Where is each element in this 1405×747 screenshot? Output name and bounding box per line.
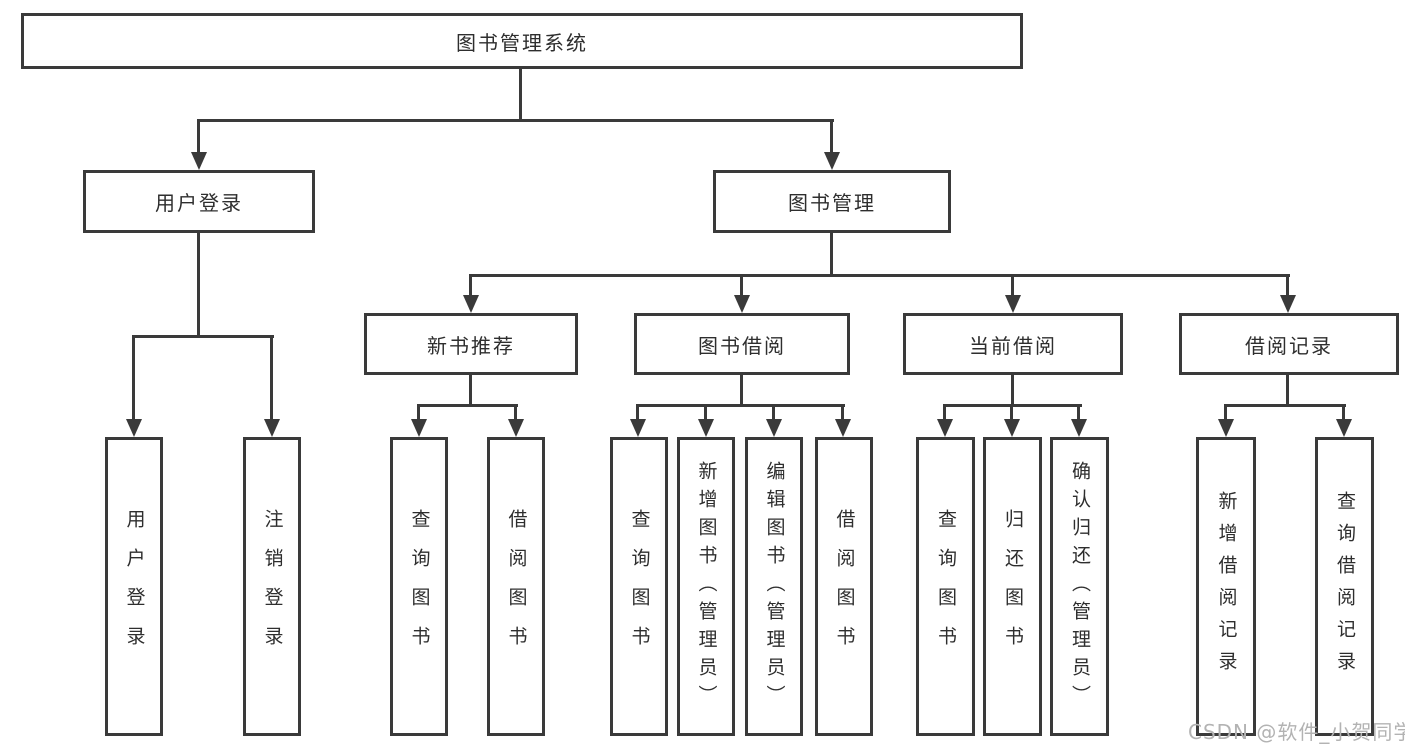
connector-line [1011, 274, 1014, 299]
connector-line [417, 404, 420, 421]
connector-line [740, 274, 743, 299]
connector-line [704, 404, 707, 421]
connector-line [772, 404, 775, 421]
connector-line [1286, 274, 1289, 299]
node-current-query-books: 查询图书 [916, 437, 975, 736]
node-label: 查询图书 [408, 508, 431, 665]
arrow-down-icon [1218, 419, 1234, 437]
connector-line [469, 374, 472, 407]
node-book-management: 图书管理 [713, 170, 951, 233]
connector-line [943, 404, 946, 421]
node-label: 查询图书 [628, 508, 651, 665]
arrow-down-icon [698, 419, 714, 437]
connector-line [417, 404, 518, 407]
node-library-management-system: 图书管理系统 [21, 13, 1023, 69]
arrow-down-icon [824, 152, 840, 170]
node-borrowing-query-books: 查询图书 [610, 437, 668, 736]
node-label: 注销登录 [261, 508, 284, 665]
connector-line [197, 232, 200, 338]
connector-line [1010, 404, 1013, 421]
arrow-down-icon [734, 295, 750, 313]
node-newbooks-query-books: 查询图书 [390, 437, 448, 736]
connector-line [1077, 404, 1080, 421]
node-user-login-action: 用户登录 [105, 437, 163, 736]
node-borrowing-borrow-books: 借阅图书 [815, 437, 873, 736]
connector-line [830, 119, 833, 154]
node-records-query-record: 查询借阅记录 [1315, 437, 1374, 736]
node-label: 查询借阅记录 [1334, 490, 1356, 683]
node-book-borrowing: 图书借阅 [634, 313, 850, 375]
node-logout-action: 注销登录 [243, 437, 301, 736]
arrow-down-icon [1004, 419, 1020, 437]
arrow-down-icon [1336, 419, 1352, 437]
arrow-down-icon [1071, 419, 1087, 437]
connector-line [841, 404, 844, 421]
connector-line [270, 335, 273, 421]
connector-line [740, 374, 743, 407]
arrow-down-icon [835, 419, 851, 437]
arrow-down-icon [630, 419, 646, 437]
arrow-down-icon [463, 295, 479, 313]
connector-line [1342, 404, 1345, 421]
node-borrowing-edit-books-admin: 编辑图书（管理员） [745, 437, 803, 736]
connector-line [132, 335, 274, 338]
node-label: 确认归还（管理员） [1069, 460, 1091, 713]
node-borrow-records: 借阅记录 [1179, 313, 1399, 375]
connector-line [1011, 373, 1014, 407]
node-label: 图书借阅 [698, 333, 786, 358]
connector-line [197, 119, 200, 154]
node-current-confirm-return-admin: 确认归还（管理员） [1050, 437, 1109, 736]
connector-line [1224, 404, 1227, 421]
node-label: 新书推荐 [427, 333, 515, 358]
node-label: 新增图书（管理员） [695, 460, 718, 713]
arrow-down-icon [508, 419, 524, 437]
node-label: 当前借阅 [969, 333, 1057, 358]
node-records-add-record: 新增借阅记录 [1196, 437, 1256, 736]
arrow-down-icon [937, 419, 953, 437]
connector-line [514, 404, 517, 421]
node-current-borrowing: 当前借阅 [903, 313, 1123, 375]
csdn-watermark: CSDN @软件_小贺同学 [1188, 720, 1405, 744]
node-current-return-books: 归还图书 [983, 437, 1042, 736]
connector-line [471, 274, 1290, 277]
connector-line [469, 274, 472, 299]
connector-line [132, 335, 135, 421]
node-new-book-recommend: 新书推荐 [364, 313, 578, 375]
node-label: 借阅图书 [505, 508, 528, 665]
arrow-down-icon [1005, 295, 1021, 313]
connector-line [830, 232, 833, 277]
arrow-down-icon [411, 419, 427, 437]
node-user-login: 用户登录 [83, 170, 315, 233]
node-label: 用户登录 [123, 508, 146, 665]
node-label: 编辑图书（管理员） [763, 460, 786, 713]
node-label: 图书管理系统 [456, 30, 588, 55]
node-label: 新增借阅记录 [1215, 490, 1238, 683]
arrow-down-icon [191, 152, 207, 170]
arrow-down-icon [264, 419, 280, 437]
arrow-down-icon [1280, 295, 1296, 313]
node-borrowing-add-books-admin: 新增图书（管理员） [677, 437, 735, 736]
arrow-down-icon [126, 419, 142, 437]
node-newbooks-borrow-books: 借阅图书 [487, 437, 545, 736]
node-label: 用户登录 [155, 191, 243, 215]
connector-line [198, 119, 834, 122]
node-label: 借阅图书 [833, 508, 856, 665]
connector-line [636, 404, 845, 407]
connector-line [636, 404, 639, 421]
node-label: 借阅记录 [1245, 333, 1333, 358]
arrow-down-icon [766, 419, 782, 437]
node-label: 查询图书 [935, 508, 957, 665]
node-label: 图书管理 [788, 191, 876, 215]
connector-line [1224, 404, 1346, 407]
connector-line [1286, 374, 1289, 407]
connector-line [519, 68, 522, 122]
node-label: 归还图书 [1002, 508, 1024, 665]
